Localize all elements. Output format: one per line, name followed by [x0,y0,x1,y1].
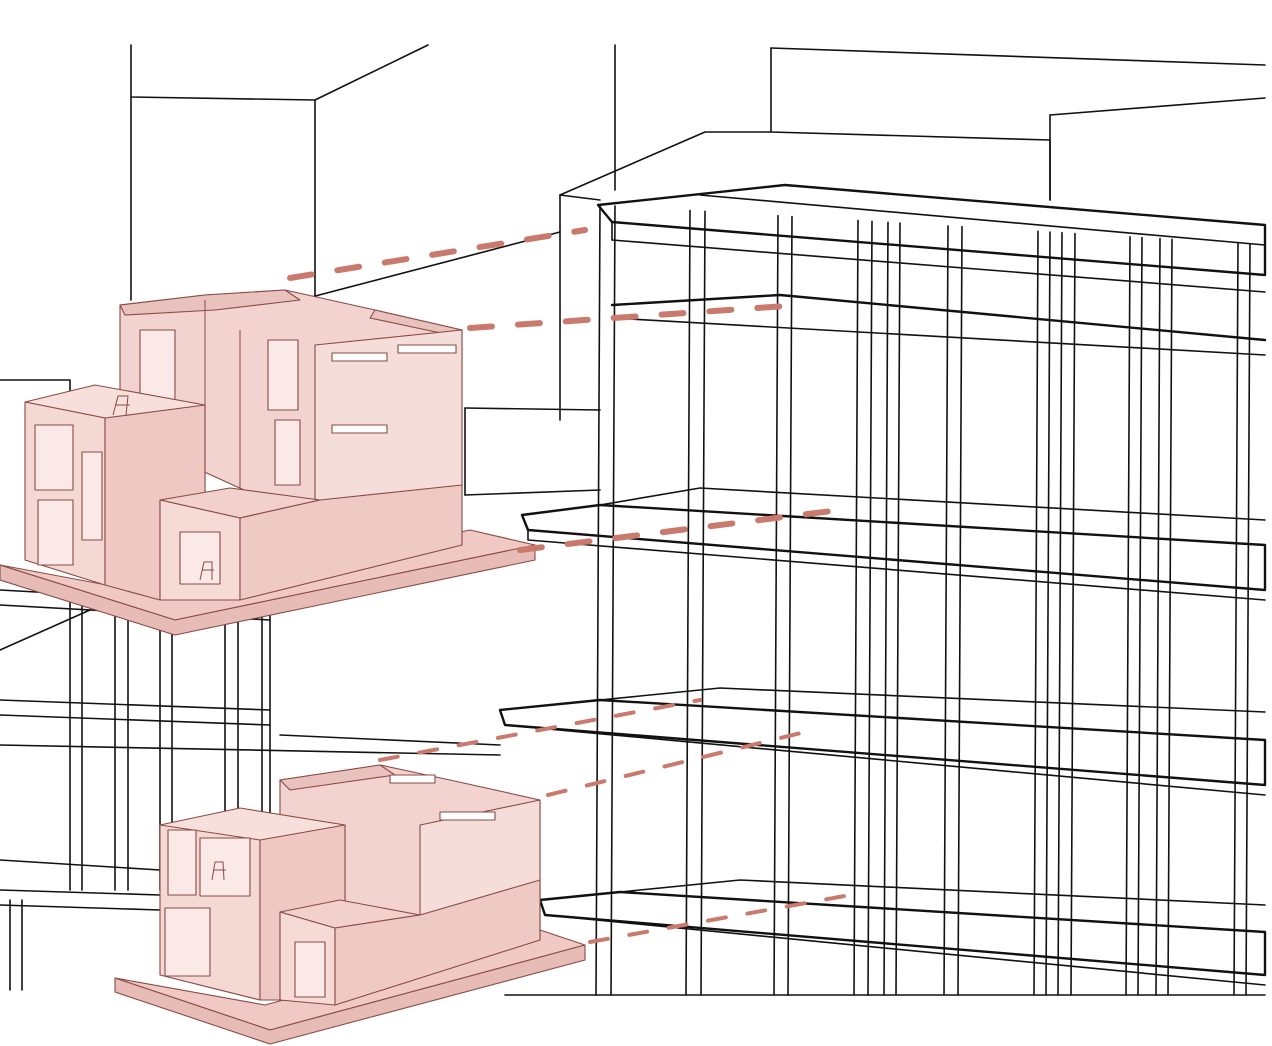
connector-line [467,302,803,331]
chair-icon [199,561,214,581]
structural-frame [498,183,1267,996]
context-block-right [770,47,1051,201]
frame-column [1045,231,1051,996]
context-roof-slope [559,131,772,196]
frame-column [1233,242,1239,996]
connector-line [517,507,843,553]
chair-icon [211,861,226,881]
frame-column [1070,232,1076,996]
frame-column [895,222,901,996]
frame-column [1057,231,1063,996]
frame-slab-upper [520,503,1267,592]
frame-column [610,205,616,996]
frame-column [1167,238,1173,996]
frame-column [1137,236,1143,996]
connector-line [378,698,702,762]
chair-icon [112,395,130,416]
frame-column [787,215,793,996]
frame-column [700,210,706,996]
frame-column [1155,237,1161,996]
upper-module [0,289,536,636]
frame-column [1245,243,1251,996]
context-buildings [0,44,1266,871]
frame-column [883,221,889,996]
connector-line [588,893,852,944]
frame-slab-middle [498,698,1267,787]
context-tower-left [130,44,429,101]
frame-column [957,225,963,996]
frame-column [943,225,949,996]
connector-line [287,227,588,281]
frame-column [685,209,691,996]
frame-column [1033,230,1039,996]
frame-column [867,220,873,996]
left-frame-columns [9,599,271,991]
frame-slab-lower [538,890,1267,977]
frame-column [773,214,779,996]
frame-column [1125,236,1131,996]
frame-top-beam [596,183,1267,277]
lower-module [114,764,586,1045]
connector-lines [287,227,852,944]
frame-columns [595,204,1251,996]
frame-column [853,219,859,996]
connector-line [546,730,807,797]
frame-column [595,204,601,996]
